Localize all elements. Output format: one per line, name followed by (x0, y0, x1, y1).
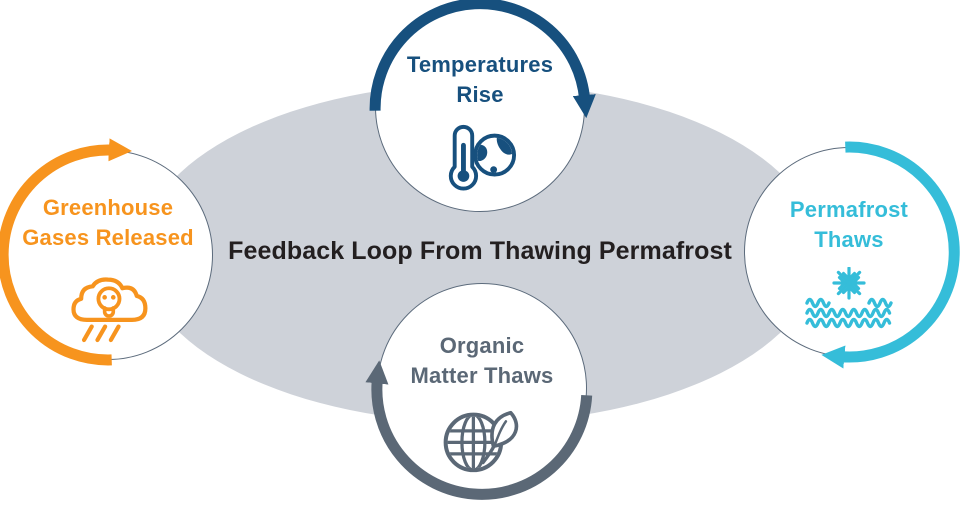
globe-leaf-icon (443, 410, 519, 473)
node-temperatures-rise-label: Temperatures Rise (407, 50, 553, 110)
node-label-line2: Matter Thaws (410, 363, 554, 388)
node-label-line2: Rise (456, 82, 504, 107)
node-permafrost-thaws-label: Permafrost Thaws (790, 195, 908, 255)
node-label-line1: Greenhouse (42, 195, 174, 220)
node-label-line1: Permafrost (789, 197, 909, 222)
node-label-line2: Thaws (814, 227, 884, 252)
diagram-title: Feedback Loop From Thawing Permafrost (228, 237, 732, 265)
thermometer-globe-icon (448, 124, 517, 191)
node-temperatures-rise: Temperatures Rise (375, 2, 585, 212)
node-organic-matter-thaws: Organic Matter Thaws (377, 283, 587, 493)
cloud-skull-rain-icon (71, 277, 148, 343)
node-label-line1: Temperatures (406, 52, 554, 77)
node-label-line1: Organic (439, 333, 525, 358)
node-label-line2: Gases Released (22, 225, 194, 250)
node-greenhouse-gases-released-label: Greenhouse Gases Released (22, 193, 194, 253)
snowflake-waves-icon (805, 267, 893, 329)
node-organic-matter-thaws-label: Organic Matter Thaws (411, 331, 554, 391)
